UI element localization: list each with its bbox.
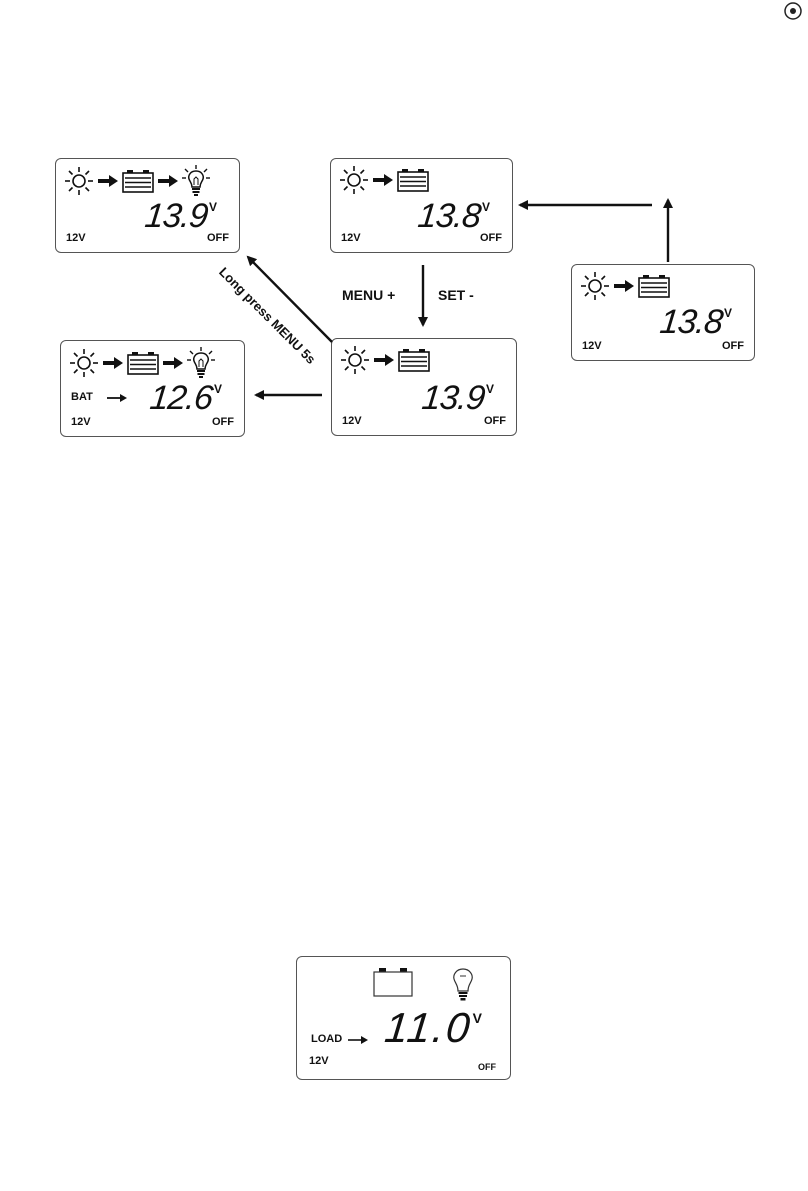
bat-label: BAT [71, 392, 93, 403]
icon-row [339, 165, 429, 195]
load-row-label: LOAD [311, 1034, 368, 1045]
battery-icon [638, 274, 670, 298]
load-state-label: OFF [484, 416, 506, 427]
sun-icon [339, 165, 369, 195]
page-corner-mark-icon [782, 0, 804, 22]
bulb-icon [187, 347, 215, 379]
sun-icon [340, 345, 370, 375]
lcd-display-top-middle: 13.8 V 12V OFF [330, 158, 513, 253]
icon-row [580, 271, 670, 301]
load-state-label: OFF [480, 233, 502, 244]
voltage-unit: V [209, 201, 217, 213]
voltage-unit: V [214, 383, 222, 395]
lcd-display-top-left: 13.9 V 12V OFF [55, 158, 240, 253]
load-label: LOAD [311, 1034, 342, 1045]
voltage-reading: 12.6 [148, 381, 214, 415]
voltage-reading: 11.0 [383, 1007, 474, 1049]
bat-row-label: BAT [71, 392, 127, 403]
menu-plus-label: MENU + [342, 288, 395, 302]
load-state-label: OFF [212, 417, 234, 428]
voltage-reading: 13.8 [416, 199, 482, 233]
lcd-display-bottom-left: BAT 12.6 V 12V OFF [60, 340, 245, 437]
load-state-label: OFF [722, 341, 744, 352]
arrow-right-icon [373, 174, 393, 186]
icon-row [69, 347, 215, 379]
arrow-right-icon [98, 175, 118, 187]
thin-arrow-right-icon [348, 1036, 368, 1044]
arrow-right-icon [158, 175, 178, 187]
battery-icon [122, 169, 154, 193]
bulb-icon [182, 165, 210, 197]
bulb-icon [451, 967, 475, 1003]
voltage-unit: V [724, 307, 732, 319]
voltage-reading: 13.9 [420, 381, 486, 415]
arrow-right-icon [614, 280, 634, 292]
set-minus-label: SET - [438, 288, 474, 302]
sun-icon [69, 348, 99, 378]
voltage-reading: 13.8 [658, 305, 724, 339]
voltage-reading: 13.9 [143, 199, 209, 233]
icon-row [340, 345, 430, 375]
battery-outline-icon [373, 967, 413, 997]
thin-arrow-right-icon [107, 394, 127, 402]
voltage-unit: V [473, 1011, 482, 1025]
system-voltage-label: 12V [582, 341, 602, 352]
arrow-right-icon [163, 357, 183, 369]
battery-icon [398, 348, 430, 372]
battery-icon [127, 351, 159, 375]
voltage-unit: V [486, 383, 494, 395]
battery-icon [397, 168, 429, 192]
system-voltage-label: 12V [66, 233, 86, 244]
lcd-display-bottom-middle: 13.9 V 12V OFF [331, 338, 517, 436]
voltage-unit: V [482, 201, 490, 213]
system-voltage-label: 12V [309, 1056, 329, 1067]
lcd-display-load: LOAD 11.0 V 12V OFF [296, 956, 511, 1080]
system-voltage-label: 12V [341, 233, 361, 244]
load-state-label: OFF [207, 233, 229, 244]
sun-icon [580, 271, 610, 301]
icon-row [64, 165, 210, 197]
sun-icon [64, 166, 94, 196]
lcd-display-right: 13.8 V 12V OFF [571, 264, 755, 361]
system-voltage-label: 12V [342, 416, 362, 427]
load-state-label: OFF [478, 1063, 496, 1072]
arrow-right-icon [374, 354, 394, 366]
system-voltage-label: 12V [71, 417, 91, 428]
arrow-right-icon [103, 357, 123, 369]
